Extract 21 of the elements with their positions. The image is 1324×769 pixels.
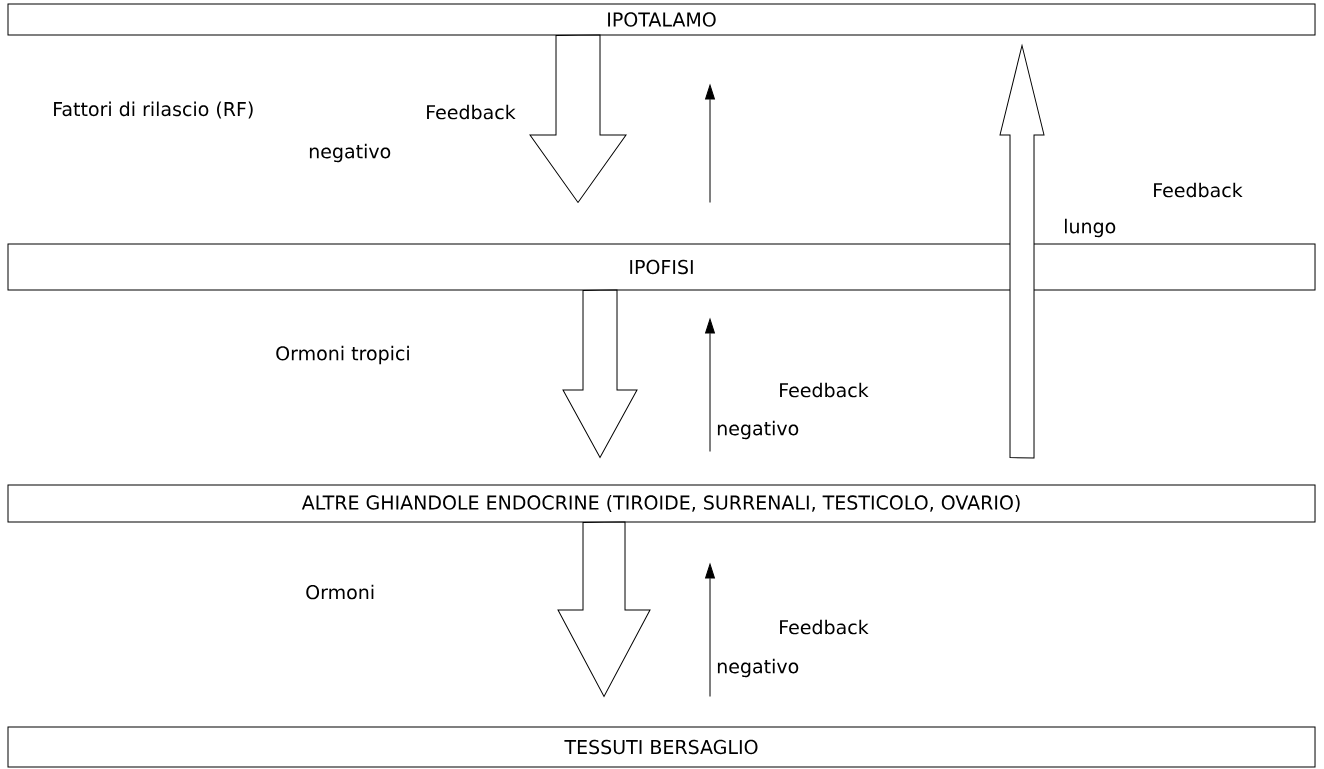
text-label: Feedback — [427, 104, 516, 120]
block-arrow — [562, 289, 638, 458]
text-label: Ormoni tropici — [276, 345, 409, 365]
text-label: negativo — [309, 143, 391, 163]
text-label: Feedback — [780, 382, 869, 398]
band-box: ALTRE GHIANDOLE ENDOCRINE (TIROIDE, SURRENALI, TESTICOLO, OVARIO) — [7, 484, 1316, 523]
text-label: Fattori di rilascio (RF) — [54, 101, 253, 119]
text-label: negativo — [717, 420, 799, 440]
text-label: Feedback — [780, 619, 869, 635]
text-label: Feedback — [1154, 182, 1243, 198]
arrow — [705, 563, 715, 697]
band-box: IPOFISI — [7, 243, 1316, 291]
arrow — [705, 318, 715, 452]
text-label: negativo — [717, 658, 799, 678]
block-arrow — [529, 34, 627, 203]
block-arrow — [557, 521, 651, 697]
band-box: TESSUTI BERSAGLIO — [7, 726, 1316, 768]
block-arrow — [999, 45, 1045, 459]
arrow — [705, 84, 715, 203]
text-label: Ormoni — [306, 584, 374, 600]
band-box: IPOTALAMO — [7, 3, 1316, 36]
